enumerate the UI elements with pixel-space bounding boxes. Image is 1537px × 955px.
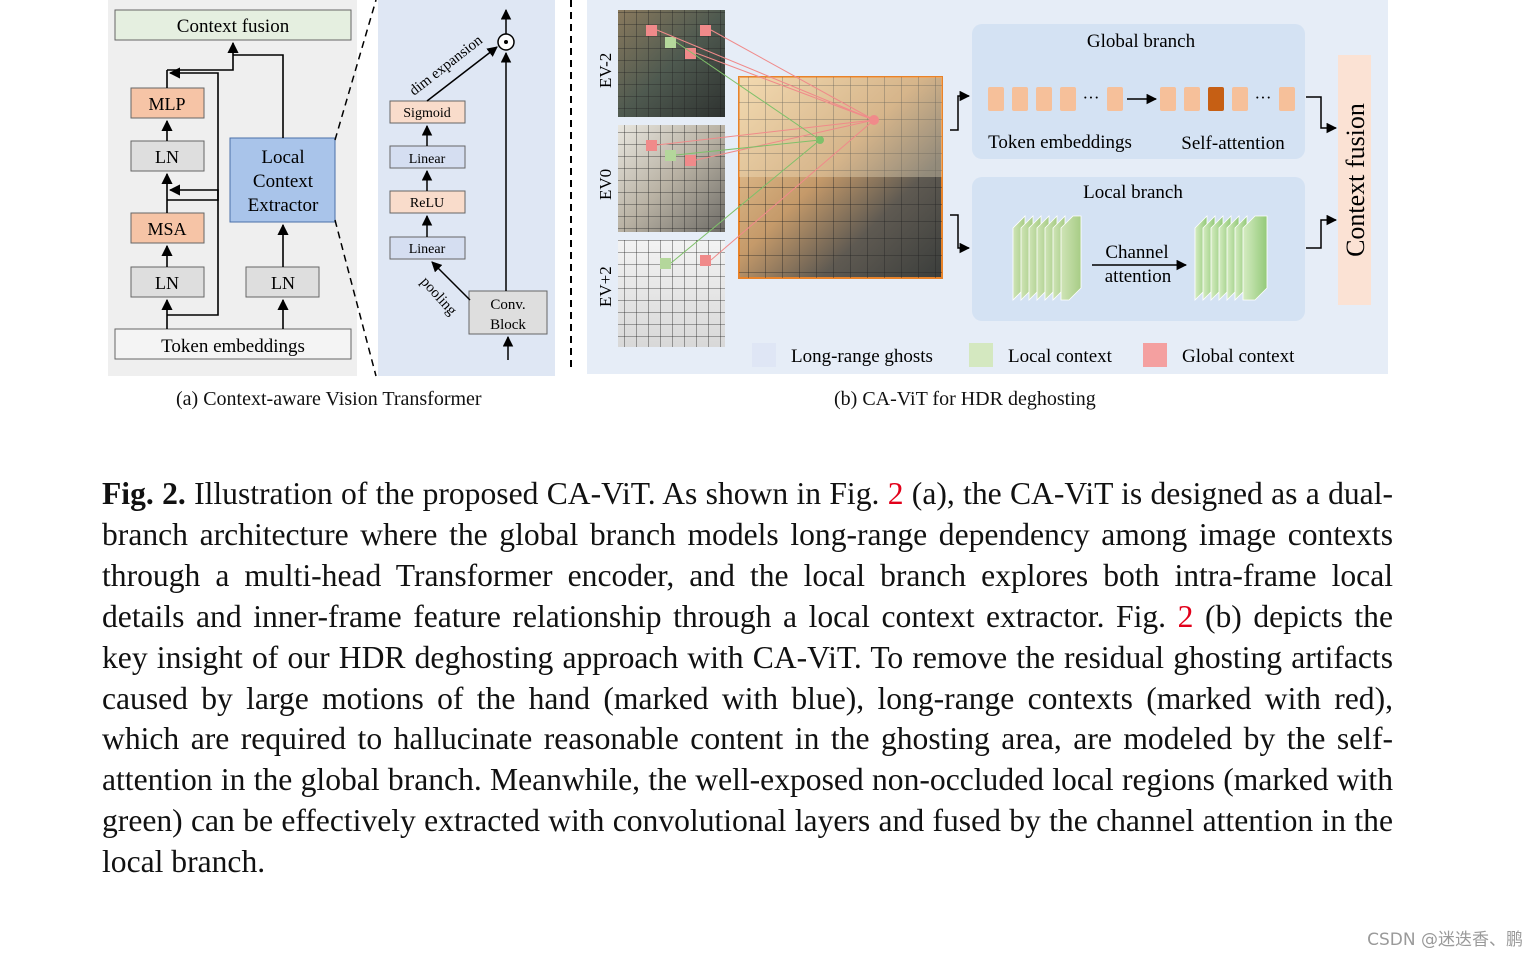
figure-ref-link-2[interactable]: 2 (1177, 598, 1194, 634)
token-embeddings-label: Token embeddings (161, 336, 305, 357)
ln-top-box (130, 140, 205, 172)
context-fusion-b-box (1338, 55, 1371, 305)
global-branch-label: Global branch (1087, 31, 1196, 52)
watermark: CSDN @迷迭香、鹏 (1367, 930, 1523, 950)
ln-bottom-box (130, 266, 205, 298)
token-embeddings-box (114, 328, 352, 360)
panel-a-extractor-detail: Sigmoid Linear ReLU Linear Conv. Block d… (378, 0, 555, 376)
caption-text-2: (a), the CA-ViT is designed as a dual-br… (102, 476, 1393, 634)
legend: Long-range ghosts Local context Global c… (752, 343, 1295, 367)
figure-diagram: Context fusion MLP LN MSA LN Token embed… (108, 0, 1388, 377)
msa-box (130, 212, 205, 244)
msa-label: MSA (147, 219, 186, 239)
panel-a-transformer: Context fusion MLP LN MSA LN Token embed… (108, 0, 377, 377)
ellipsis-1: ··· (1083, 88, 1100, 107)
local-context-extractor-box (229, 137, 336, 223)
self-attention-label: Self-attention (1181, 133, 1285, 154)
subcaption-b: (b) CA-ViT for HDR deghosting (834, 388, 1096, 410)
ln-right-box (245, 266, 320, 298)
legend-label-ghosts: Long-range ghosts (791, 346, 933, 367)
ln-top-label: LN (155, 147, 179, 167)
local-branch-label: Local branch (1083, 182, 1183, 203)
ev-label-2: EV0 (596, 169, 615, 200)
ellipsis-2: ··· (1255, 88, 1272, 107)
token-embeddings-b-label: Token embeddings (988, 132, 1132, 153)
conv-label-1: Conv. (490, 297, 525, 313)
token-row-1 (988, 87, 1123, 111)
caption-text-3: (b) depicts the key insight of our HDR d… (102, 598, 1394, 880)
linear-top-label: Linear (409, 152, 446, 167)
context-fusion-box (114, 9, 352, 41)
figure-caption: Fig. 2. Illustration of the proposed CA-… (102, 474, 1393, 883)
mlp-label: MLP (148, 94, 185, 114)
token-row-2 (1160, 87, 1295, 111)
channel-attention-label-2: attention (1105, 266, 1172, 287)
input-ev0 (618, 125, 725, 232)
feature-stack-2 (1194, 215, 1268, 301)
extractor-label-1: Local (261, 147, 304, 168)
legend-swatch-ghosts (752, 343, 776, 367)
extractor-label-2: Context (253, 171, 314, 192)
merged-image (738, 76, 943, 279)
relu-label: ReLU (410, 196, 444, 211)
conv-label-2: Block (490, 317, 526, 333)
ln-right-label: LN (271, 273, 295, 293)
figure-ref-link-1[interactable]: 2 (887, 476, 904, 511)
channel-attention-label-1: Channel (1105, 242, 1168, 263)
caption-text-1: Illustration of the proposed CA-ViT. As … (185, 476, 888, 511)
local-branch: Local branch Channel attention (972, 177, 1305, 321)
input-ev-minus2 (618, 10, 725, 117)
sigmoid-label: Sigmoid (403, 106, 450, 121)
linear-bottom-label: Linear (409, 242, 446, 257)
ln-bottom-label: LN (155, 273, 179, 293)
conv-block-box (468, 290, 548, 335)
ev-label-1: EV-2 (596, 53, 615, 88)
legend-label-local: Local context (1008, 346, 1113, 367)
extractor-label-3: Extractor (248, 195, 319, 216)
global-branch: Global branch ··· ··· Token embeddings S… (972, 24, 1305, 159)
legend-label-global: Global context (1182, 346, 1295, 367)
context-fusion-label: Context fusion (177, 16, 290, 37)
panel-b: EV-2 EV0 EV+2 (587, 0, 1388, 374)
caption-label: Fig. 2. (102, 476, 186, 511)
subcaption-a: (a) Context-aware Vision Transformer (176, 388, 482, 410)
context-fusion-b-label: Context fusion (1341, 103, 1370, 257)
legend-swatch-local (969, 343, 993, 367)
input-ev-plus2 (618, 240, 725, 347)
feature-stack-1 (1012, 215, 1082, 301)
ev-label-3: EV+2 (596, 266, 615, 307)
legend-swatch-global (1143, 343, 1167, 367)
